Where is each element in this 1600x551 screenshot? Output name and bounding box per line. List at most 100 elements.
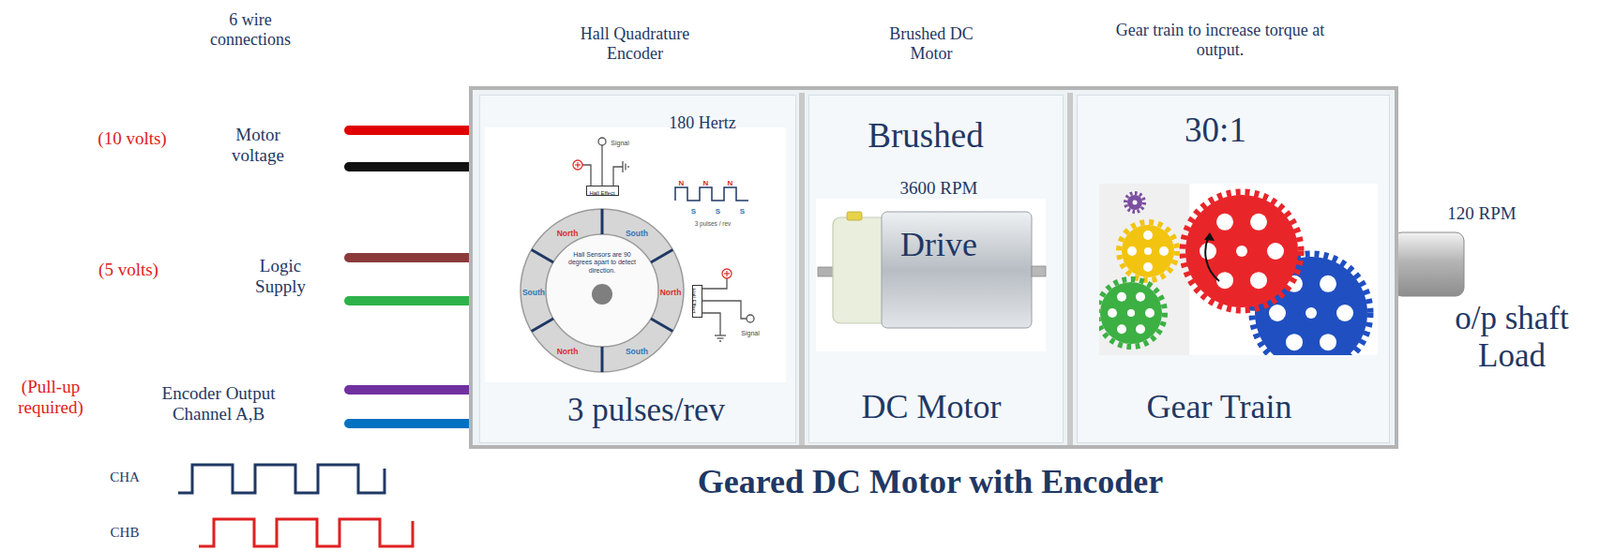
speed-label: 3600 RPM (900, 178, 979, 199)
panel-caption-holder: Gear Train (1078, 388, 1360, 427)
pole-letter: S (715, 207, 721, 216)
pullup-note-holder: (Pull-up required) (5, 377, 96, 419)
wires (348, 130, 474, 424)
panel-fill (1076, 94, 1390, 444)
pole-label-holder: South (618, 223, 656, 241)
section-heading: Hall Quadrature Encoder (564, 24, 706, 63)
voltage-note: (5 volts) (98, 259, 159, 281)
pin-label-holder: Signal (603, 132, 636, 150)
diagram-title: Geared DC Motor with Encoder (697, 463, 1164, 502)
housing-fill (468, 86, 1399, 450)
wire-label-holder: Encoder Output Channel A,B (148, 383, 289, 425)
waveform-note: 3 pulses / rev (694, 220, 732, 227)
pole-label: South (625, 229, 649, 240)
panel-title: Brushed (867, 116, 983, 157)
pole-label-holder: North (548, 223, 587, 241)
ratio-label: 30:1 (1184, 110, 1247, 151)
wire-label: Motor voltage (220, 124, 296, 167)
group-heading-holder: 6 wire connections (197, 10, 303, 49)
panel-title-holder: Brushed (803, 116, 1048, 157)
panel-fill (479, 94, 797, 444)
pole-label-holder: South (514, 282, 553, 300)
pole-letter-holder: S (712, 200, 725, 218)
pole-label: North (660, 288, 682, 299)
gear-panel: Gear train to increase torque at output.… (1076, 94, 1390, 444)
housing-box: Geared DC Motor with EncoderHall Quadrat… (468, 86, 1399, 450)
speed-label-holder: 120 RPM (1430, 203, 1534, 225)
wire-label-holder: Logic Supply (247, 256, 314, 298)
pole-letter-holder: N (724, 172, 737, 190)
panel-divider (799, 92, 805, 446)
panel-caption-holder: 3 pulses/rev (491, 392, 801, 430)
pole-label-holder: North (651, 282, 690, 300)
motor-label-holder: Drive (868, 226, 1010, 265)
pin-label: Signal (610, 139, 629, 148)
signal-name: CHB (110, 525, 140, 542)
panel-caption: 3 pulses/rev (567, 392, 725, 430)
encoder-panel: Hall Quadrature Encoder180 Hertz3 pulses… (479, 94, 797, 444)
sensor-label: Hall Effect (588, 190, 615, 197)
sensor-label-holder: Hall Effect (688, 272, 706, 330)
ring-note: Hall Sensors are 90 degrees apart to det… (561, 251, 643, 275)
pole-label: North (557, 347, 579, 358)
panel-caption-holder: DC Motor (809, 388, 1054, 427)
section-heading-holder: Brushed DC Motor (875, 24, 987, 63)
pole-letter-holder: S (688, 200, 700, 218)
shaft-label-holder: o/p shaft Load (1434, 300, 1590, 377)
signal-name-holder: CHA (101, 468, 149, 486)
pullup-note: (Pull-up required) (5, 377, 96, 419)
ratio-label-holder: 30:1 (1121, 110, 1310, 151)
panel-caption: DC Motor (860, 388, 1001, 427)
motor-illustration (815, 198, 1046, 352)
hall-sensor-box: Hall Effect (692, 285, 703, 318)
voltage-note-holder: (10 volts) (71, 128, 194, 150)
pole-letter-holder: S (737, 200, 749, 218)
pole-letter: S (739, 207, 745, 216)
motor-panel: Brushed DC MotorBrushed3600 RPMDriveDC M… (808, 94, 1064, 444)
pole-letter: N (679, 179, 685, 188)
speed-label: 120 RPM (1447, 203, 1516, 225)
wire-label-holder: Motor voltage (220, 124, 296, 167)
section-heading: Brushed DC Motor (875, 24, 987, 63)
pole-label: South (522, 288, 545, 299)
waveform-note-holder: 3 pulses / rev (679, 212, 746, 230)
speed-label-holder: 3600 RPM (845, 178, 1033, 199)
panel-fill (808, 94, 1064, 444)
pole-label: South (625, 347, 649, 358)
output-shaft (1393, 232, 1465, 297)
cha-waveform (178, 465, 385, 494)
sensor-label-holder: Hall Effect (573, 181, 631, 199)
pole-label-holder: South (618, 341, 656, 359)
pole-letter: N (703, 179, 710, 188)
hall-sensor-box: Hall Effect (586, 185, 619, 197)
pole-letter-holder: N (700, 172, 712, 190)
signal-name-holder: CHB (101, 524, 149, 542)
section-heading-holder: Hall Quadrature Encoder (564, 24, 706, 63)
pole-letter-holder: N (676, 172, 688, 190)
signal-name: CHA (109, 469, 140, 486)
pole-label: North (557, 229, 579, 240)
voltage-note-holder: (5 volts) (72, 259, 185, 281)
chb-waveform (198, 519, 413, 547)
panel-divider (1067, 92, 1073, 446)
shaft-label: o/p shaft Load (1434, 300, 1590, 377)
section-heading: Gear train to increase torque at output. (1112, 20, 1329, 60)
pole-label-holder: North (548, 341, 587, 359)
ring-note-holder: Hall Sensors are 90 degrees apart to det… (561, 251, 643, 277)
pole-letter: S (691, 207, 696, 216)
diagram-title-holder: Geared DC Motor with Encoder (592, 463, 1268, 502)
pin-label: Signal (740, 330, 759, 338)
frequency-label-holder: 180 Hertz (641, 113, 764, 134)
wire-label: Logic Supply (247, 256, 314, 298)
pin-label-holder: Signal (734, 322, 767, 340)
voltage-note: (10 volts) (97, 128, 167, 150)
gear-illustration (1097, 183, 1378, 373)
panel-caption: Gear Train (1147, 388, 1293, 427)
motor-label: Drive (900, 226, 978, 265)
section-heading-holder: Gear train to increase torque at output. (1112, 20, 1329, 60)
sensor-label: Hall Effect (690, 287, 697, 314)
group-heading: 6 wire connections (197, 10, 303, 49)
wire-label: Encoder Output Channel A,B (148, 383, 289, 425)
encoder-illustration (484, 127, 786, 383)
